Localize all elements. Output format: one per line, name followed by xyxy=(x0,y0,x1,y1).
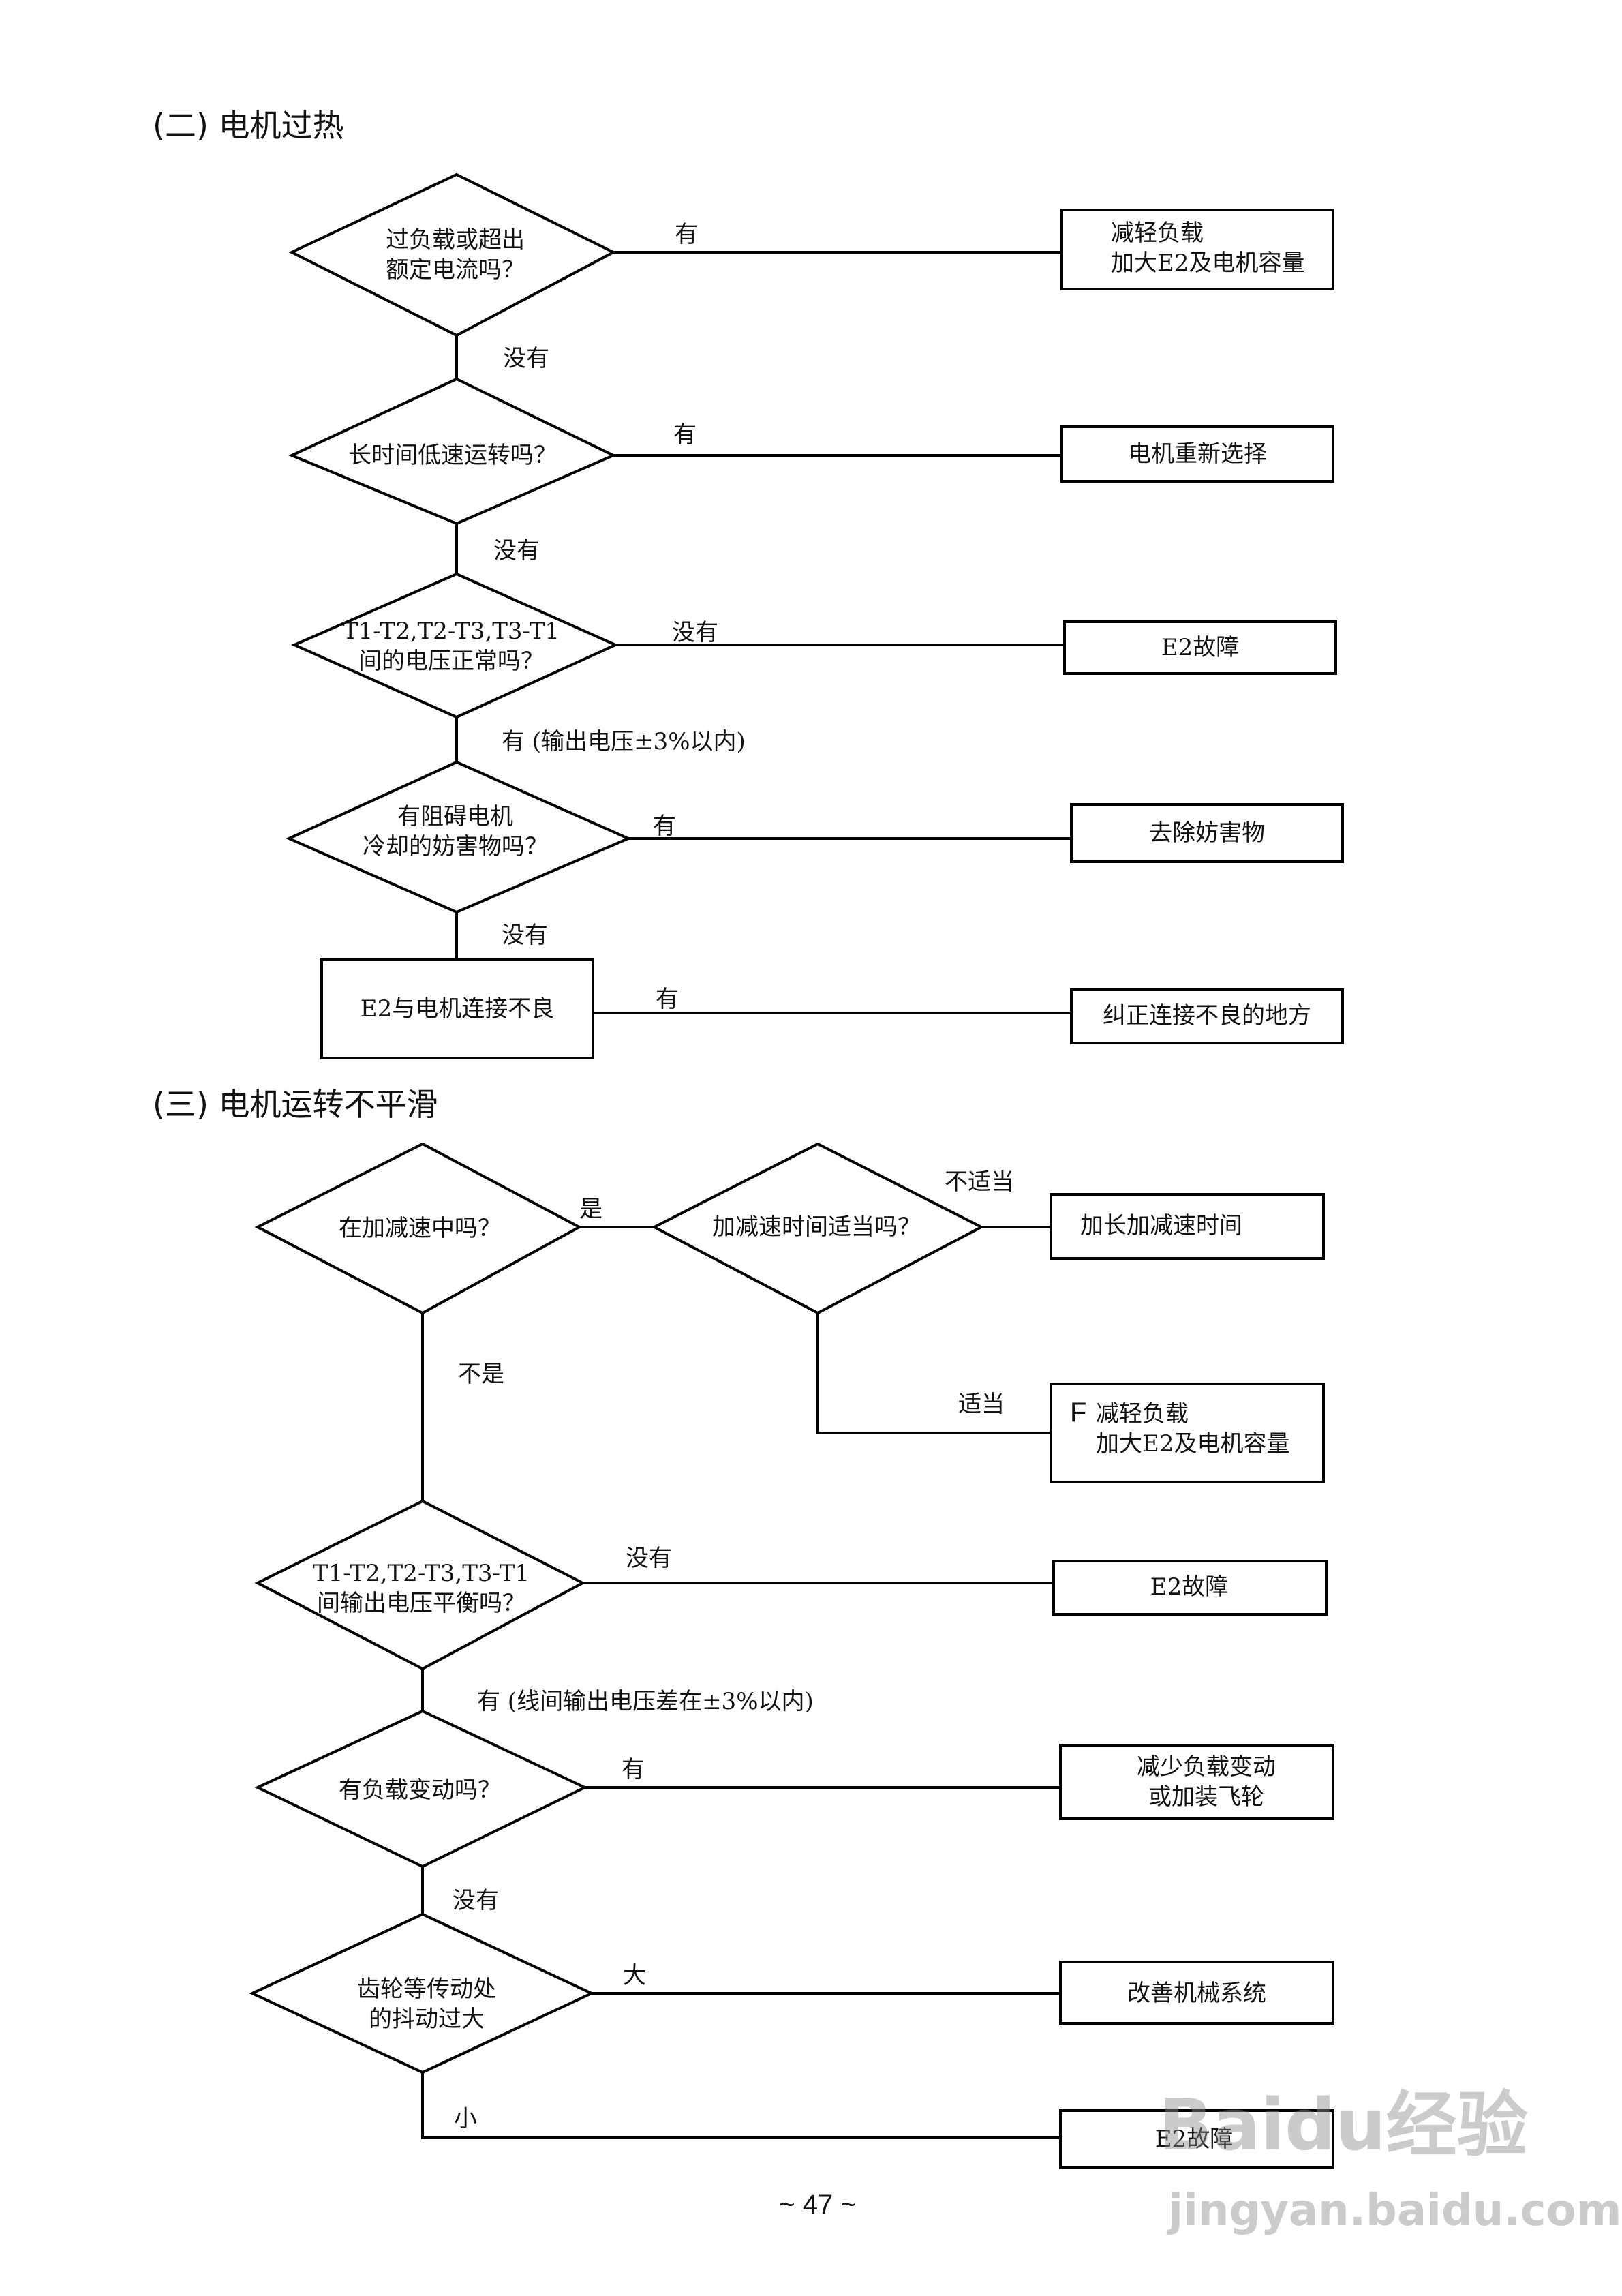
s2-decision-low-speed-text: 长时间低速运转吗？ xyxy=(348,442,557,469)
s2-edge-label-voltage-no: 没有 xyxy=(672,619,718,646)
s2-result-e2-fault-text: E2故障 xyxy=(1161,634,1240,661)
s3-edge-label-load-change-no: 没有 xyxy=(453,1887,499,1914)
s3-decision-load-change-text: 有负载变动吗？ xyxy=(339,1777,501,1804)
s3-edge-label-accel-time-no: 不适当 xyxy=(945,1168,1014,1196)
s3-edge-label-accel-yes: 是 xyxy=(579,1196,602,1223)
s2-result-fix-connection xyxy=(1070,988,1344,1044)
s2-result-e2-fault xyxy=(1063,620,1337,675)
s3-result-reduce-load-text: 减轻负载加大E2及电机容量 xyxy=(1096,1400,1290,1457)
s3-result-extend-accel-text: 加长加减速时间 xyxy=(1080,1212,1242,1239)
s3-result-reduce-variation xyxy=(1059,1744,1334,1820)
s3-result-e2-fault xyxy=(1052,1560,1328,1616)
s2-edge-label-connection-yes: 有 xyxy=(656,986,679,1013)
s2-edge-label-obstruction-no: 没有 xyxy=(502,922,548,949)
s3-result-e2-fault-2-text: E2故障 xyxy=(1154,2126,1234,2153)
s2-edge-label-overload-no: 没有 xyxy=(503,345,549,372)
s3-result-reduce-variation-text: 减少负载变动或加装飞轮 xyxy=(1137,1753,1276,1811)
section-2-heading: (二) 电机过热 xyxy=(153,107,344,144)
s3-edge-label-balance-yes: 有 (线间输出电压差在±3%以内) xyxy=(477,1688,814,1715)
s2-decision-obstruction-text: 有阻碍电机冷却的妨害物吗？ xyxy=(363,803,548,860)
section-3-heading: (三) 电机运转不平滑 xyxy=(153,1086,438,1123)
s3-result-improve-mechanics-text: 改善机械系统 xyxy=(1127,1980,1266,2007)
s2-result-fix-connection-text: 纠正连接不良的地方 xyxy=(1103,1002,1311,1029)
s2-edge-label-obstruction-yes: 有 xyxy=(653,813,676,840)
s2-box-connection-bad-text: E2与电机连接不良 xyxy=(360,995,555,1023)
s2-edge-label-low-speed-yes: 有 xyxy=(673,421,697,449)
s3-result-e2-fault-text: E2故障 xyxy=(1150,1573,1229,1601)
s2-edge-label-voltage-yes: 有 (输出电压±3%以内) xyxy=(502,728,746,755)
s2-decision-overload-text: 过负载或超出额定电流吗？ xyxy=(386,226,525,284)
s2-result-reselect-motor-text: 电机重新选择 xyxy=(1128,440,1267,468)
s3-edge-label-gear-big: 大 xyxy=(623,1962,646,1989)
baidu-watermark-url: jingyan.baidu.com xyxy=(1168,2186,1622,2236)
s2-result-remove-obstruction-text: 去除妨害物 xyxy=(1149,819,1265,847)
s3-result-reduce-load-mark: F xyxy=(1070,1398,1087,1428)
s3-decision-gear-vibration-text: 齿轮等传动处的抖动过大 xyxy=(357,1976,496,2033)
page-number: ~ 47 ~ xyxy=(779,2190,857,2220)
s3-edge-label-accel-no: 不是 xyxy=(458,1361,504,1388)
s3-decision-accel-time-text: 加减速时间适当吗？ xyxy=(712,1213,921,1241)
s3-edge-label-gear-small: 小 xyxy=(454,2105,477,2132)
s3-edge-label-accel-time-yes: 适当 xyxy=(958,1391,1005,1418)
s2-result-remove-obstruction xyxy=(1070,803,1344,863)
baidu-watermark-logo: Baidu经验 xyxy=(1159,2083,1528,2166)
s2-result-reduce-load xyxy=(1060,209,1334,290)
s2-edge-label-overload-yes: 有 xyxy=(675,221,698,248)
s3-decision-accel-text: 在加减速中吗？ xyxy=(339,1215,501,1242)
s2-edge-label-low-speed-no: 没有 xyxy=(493,537,540,564)
s3-edge-label-load-change-yes: 有 xyxy=(622,1756,645,1783)
s3-edge-label-balance-no: 没有 xyxy=(626,1545,672,1572)
s2-result-reduce-load-text: 减轻负载加大E2及电机容量 xyxy=(1111,220,1305,277)
